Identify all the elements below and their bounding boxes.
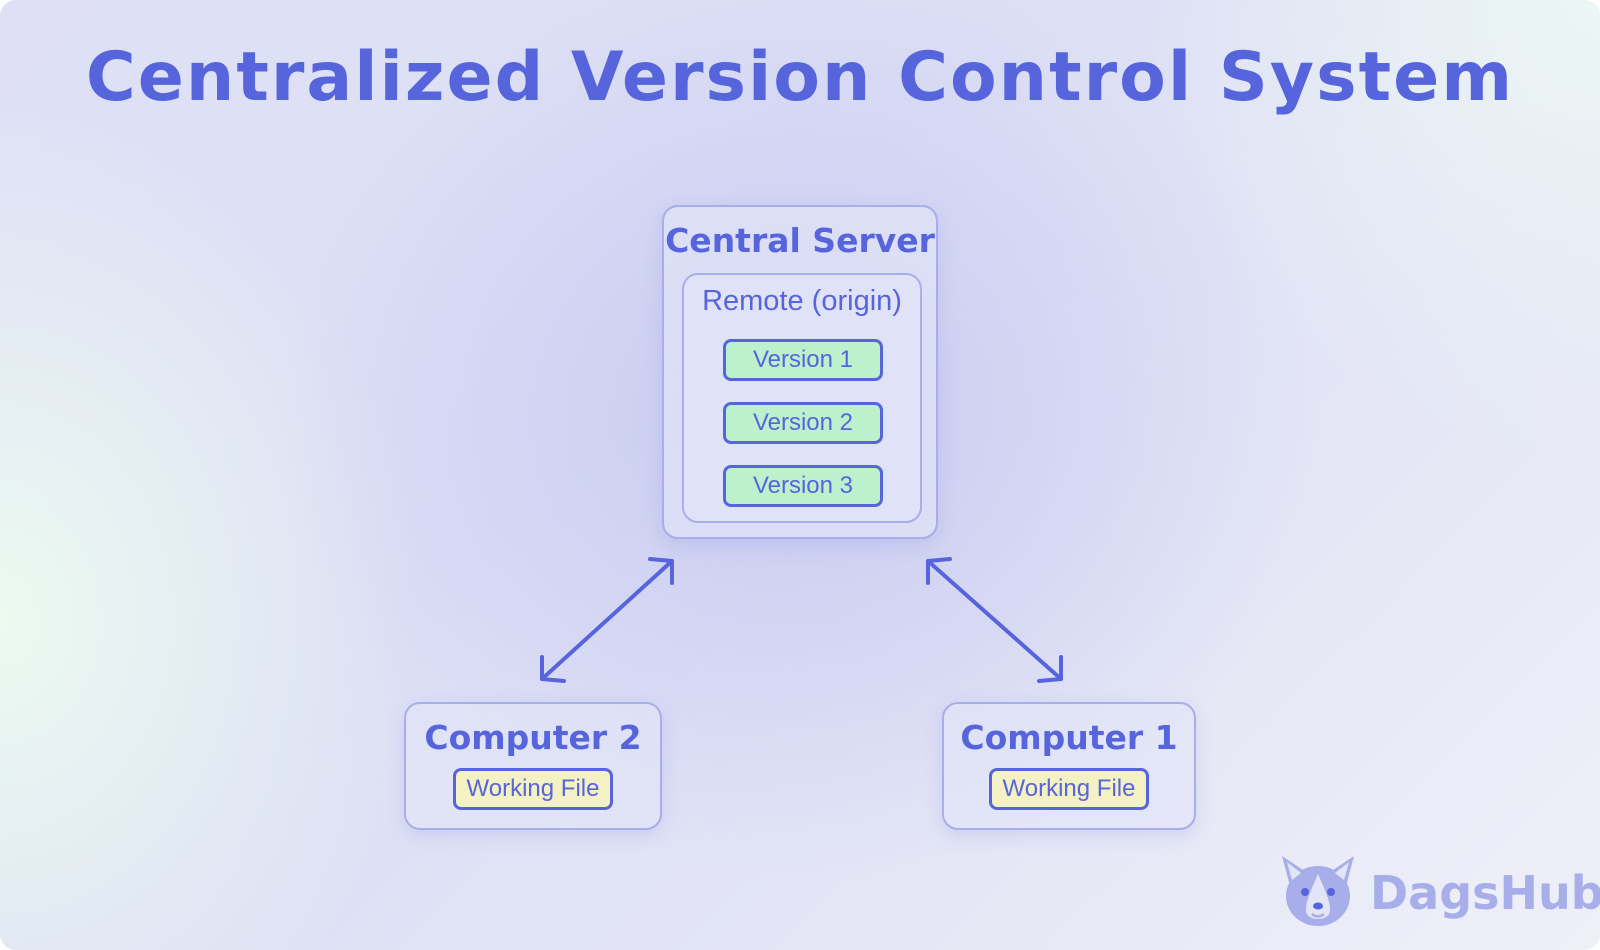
version-2-box: Version 2 (723, 402, 883, 444)
diagram-title: Centralized Version Control System (85, 38, 1515, 117)
version-1-box: Version 1 (723, 339, 883, 381)
arrow-server-computer-1 (926, 557, 1063, 683)
central-server-box: Central Server Remote (origin) Version 1… (662, 205, 938, 539)
computer-2-box: Computer 2 Working File (404, 702, 662, 830)
arrow-server-computer-2 (540, 557, 674, 683)
dog-face-icon (1282, 856, 1354, 926)
computer-1-box: Computer 1 Working File (942, 702, 1196, 830)
computer-2-working-file: Working File (453, 768, 613, 810)
remote-origin-label: Remote (origin) (702, 285, 902, 317)
logo-wordmark: DagsHub (1370, 866, 1600, 920)
version-3-box: Version 3 (723, 465, 883, 507)
computer-1-working-file: Working File (989, 768, 1149, 810)
computer-2-label: Computer 2 (424, 718, 642, 757)
computer-1-label: Computer 1 (960, 718, 1178, 757)
central-server-label: Central Server (665, 221, 935, 260)
remote-origin-box: Remote (origin) Version 1 Version 2 Vers… (682, 273, 922, 523)
dagshub-logo: DagsHub (1276, 852, 1600, 932)
